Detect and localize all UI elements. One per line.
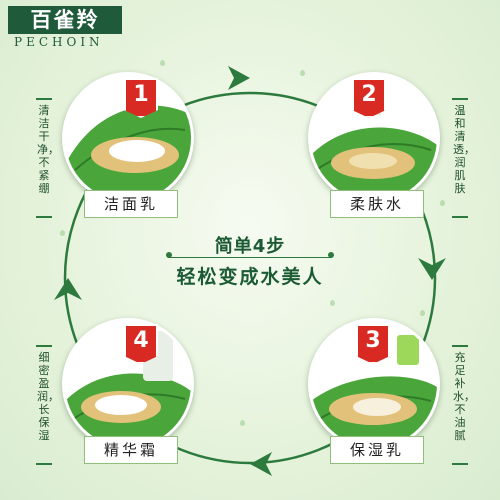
droplet — [160, 60, 165, 66]
step-1-badge: 1 — [124, 78, 158, 118]
step-2-name: 柔肤水 — [330, 190, 424, 218]
step-4-name: 精华霜 — [84, 436, 178, 464]
droplet — [440, 200, 445, 206]
brand-name-en: PECHOIN — [14, 35, 104, 49]
step-3-badge: 3 — [356, 324, 390, 364]
arrow-left-bottom-icon — [250, 452, 272, 476]
arrow-up-left-icon — [54, 278, 82, 300]
divider-dot-right — [328, 252, 334, 258]
arrow-right-top-icon — [228, 66, 250, 90]
divider-dot-left — [166, 252, 172, 258]
step-3-name: 保湿乳 — [330, 436, 424, 464]
step-2-badge: 2 — [352, 78, 386, 118]
arrow-down-right-icon — [418, 258, 446, 280]
droplet — [60, 230, 65, 236]
brand-name-cn: 百雀羚 — [8, 6, 122, 34]
step-1-benefit: 清洁干净，不紧绷 — [36, 98, 59, 218]
droplet — [420, 310, 425, 316]
center-subtitle: 轻松变成水美人 — [176, 266, 324, 288]
center-divider — [168, 257, 332, 258]
step-1-name: 洁面乳 — [84, 190, 178, 218]
step-4-benefit: 细密盈润，长保湿 — [36, 345, 59, 465]
step-2-benefit: 温和清透，润肌肤 — [452, 98, 475, 218]
center-title: 简单4步 — [214, 236, 286, 257]
step-1-image — [62, 72, 194, 204]
step-4-badge: 4 — [124, 324, 158, 364]
droplet — [300, 70, 305, 76]
brand-logo: 百雀羚 PECHOIN — [8, 6, 126, 49]
droplet — [240, 420, 245, 426]
droplet — [330, 300, 335, 306]
step-3-benefit: 充足补水，不油腻 — [452, 345, 475, 465]
